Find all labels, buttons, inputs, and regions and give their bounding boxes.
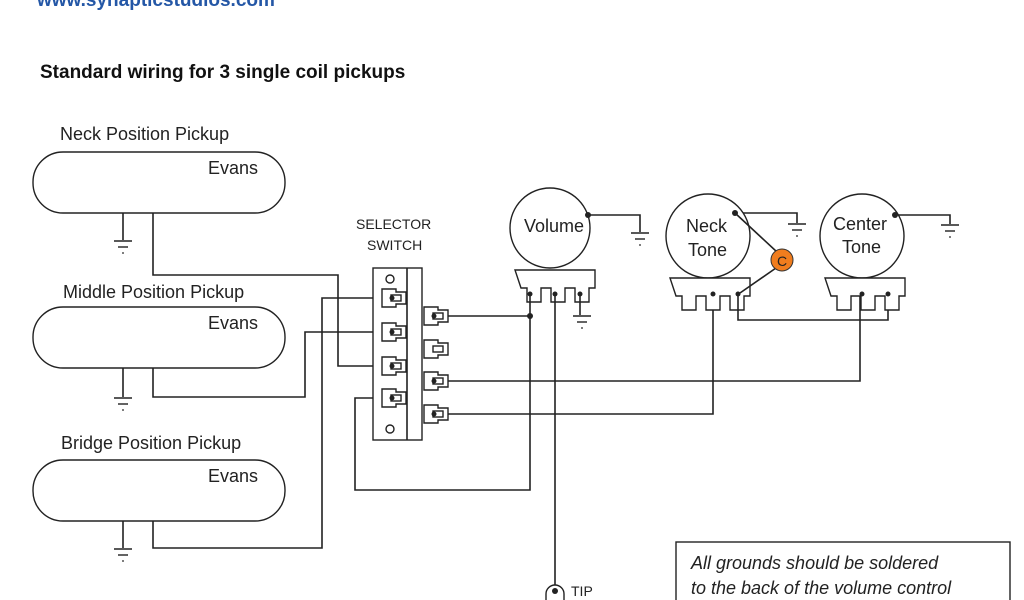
- middle-pickup-label: Middle Position Pickup: [63, 282, 244, 302]
- neck-tone-label-1: Neck: [686, 216, 728, 236]
- neck-tone-label-2: Tone: [688, 240, 727, 260]
- ground-icon: [113, 397, 133, 412]
- bridge-pickup: Bridge Position Pickup Evans: [32, 433, 286, 522]
- middle-pickup: Middle Position Pickup Evans: [32, 282, 286, 369]
- center-tone-pot: Center Tone: [819, 193, 960, 311]
- bridge-pickup-brand: Evans: [208, 466, 258, 486]
- middle-pickup-brand: Evans: [208, 313, 258, 333]
- selector-switch: SELECTOR SWITCH: [356, 216, 449, 441]
- pickup-wires: [113, 213, 861, 563]
- ground-note: All grounds should be soldered to the ba…: [675, 541, 1011, 600]
- selector-label-2: SWITCH: [367, 237, 422, 253]
- ground-icon: [113, 548, 133, 563]
- ground-icon: [787, 223, 807, 238]
- diagram-title: Standard wiring for 3 single coil pickup…: [40, 62, 405, 83]
- ground-icon: [572, 315, 592, 330]
- capacitor-label: C: [777, 253, 787, 269]
- neck-tone-pot: Neck Tone: [665, 193, 889, 321]
- neck-pickup-label: Neck Position Pickup: [60, 124, 229, 144]
- center-tone-label-2: Tone: [842, 237, 881, 257]
- neck-pickup: Neck Position Pickup Evans: [32, 124, 286, 214]
- note-line-1: All grounds should be soldered: [690, 553, 939, 573]
- note-line-2: to the back of the volume control: [691, 578, 952, 598]
- capacitor: C: [770, 248, 794, 272]
- ground-icon: [113, 240, 133, 255]
- selector-label-1: SELECTOR: [356, 216, 431, 232]
- center-tone-label-1: Center: [833, 214, 887, 234]
- site-url: www.synapticstudios.com: [36, 0, 275, 11]
- neck-pickup-brand: Evans: [208, 158, 258, 178]
- volume-pot: Volume: [509, 187, 650, 585]
- volume-label: Volume: [524, 216, 584, 236]
- ground-icon: [630, 232, 650, 247]
- ground-icon: [940, 224, 960, 239]
- output-jack: TIP: [545, 583, 593, 600]
- bridge-pickup-label: Bridge Position Pickup: [61, 433, 241, 453]
- tip-label: TIP: [571, 583, 593, 599]
